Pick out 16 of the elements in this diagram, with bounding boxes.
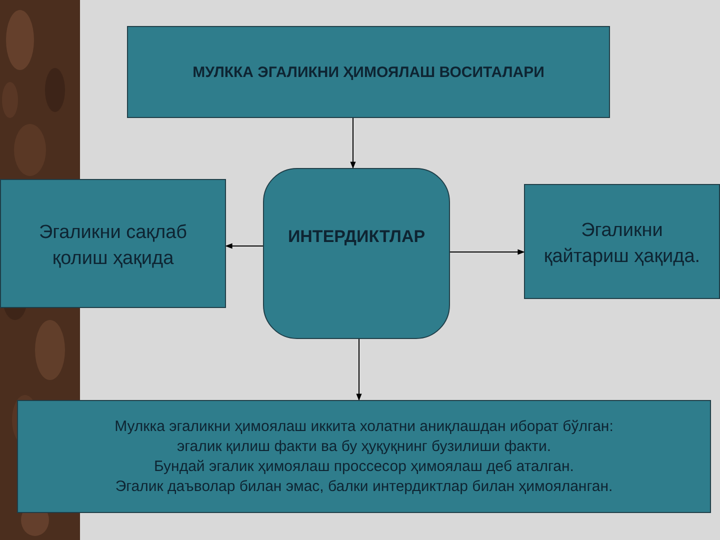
rounded-box <box>263 168 450 339</box>
note-text: Бундай эгалик ҳимоялаш проссесор ҳимоялаш деб аталган. <box>154 456 574 476</box>
arrow <box>350 118 356 169</box>
note-text: Эгалик даъволар билан эмас, балки интердиктлар билан ҳимояланган. <box>115 476 613 496</box>
title-text: МУЛККА ЭГАЛИКНИ ҲИМОЯЛАШ ВОСИТАЛАРИ <box>192 62 544 82</box>
arrow <box>356 338 362 401</box>
note-text: Мулкка эгаликни ҳимоялаш иккита холатни аниқлашдан иборат бўлган: эгалик қилиш факти ва бу ҳуқуқнинг бузилиши факти. <box>114 416 614 456</box>
box-label: ИНТЕРДИКТЛАР <box>288 226 426 248</box>
arrow <box>225 243 264 249</box>
process-box <box>524 184 720 299</box>
title-box <box>127 26 610 118</box>
arrow <box>450 249 525 255</box>
process-box <box>0 179 226 308</box>
box-label: Эгаликни сақлаб қолиш ҳақида <box>38 221 188 271</box>
box-label: Эгаликни қайтариш ҳақида. <box>542 219 702 269</box>
note-box <box>17 400 711 513</box>
